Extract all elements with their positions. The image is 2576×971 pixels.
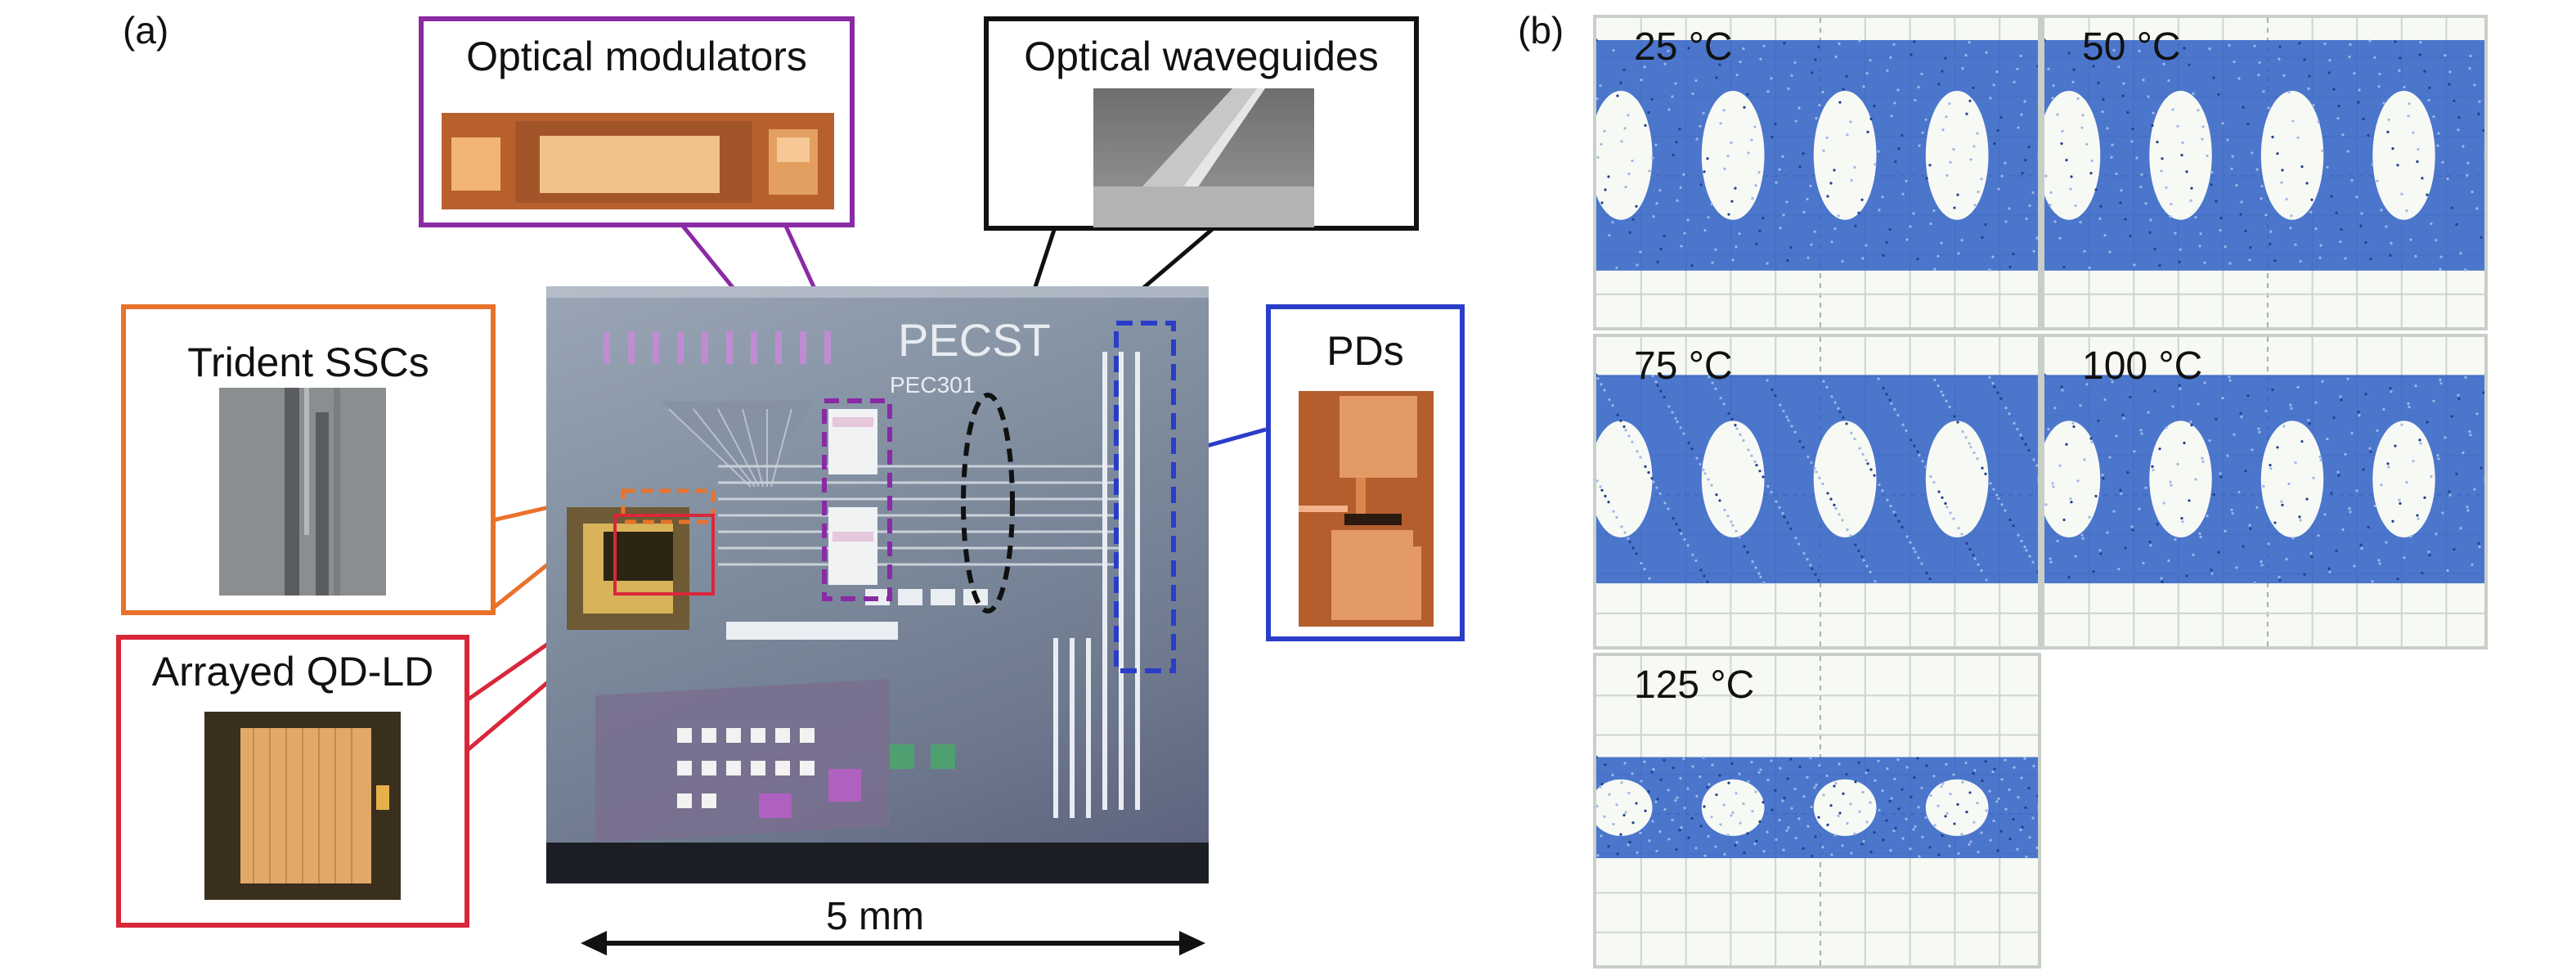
temperature-label: 25 °C: [1634, 25, 1733, 69]
eye-diagram-cell: 100 °C: [2041, 334, 2488, 650]
temperature-label: 100 °C: [2082, 344, 2203, 388]
chip-logo: PECST: [898, 314, 1051, 366]
ld-title: Arrayed QD-LD: [151, 649, 434, 695]
eye-diagram: [1596, 18, 2038, 327]
chip-part-number: PEC301: [890, 372, 975, 398]
modulators-callout: Optical modulators: [419, 16, 855, 227]
temperature-label: 75 °C: [1634, 344, 1733, 388]
scale-bar-label: 5 mm: [826, 895, 924, 938]
ssc-callout: Trident SSCs: [121, 304, 496, 615]
modulators-title: Optical modulators: [466, 34, 807, 79]
pd-photo: [1299, 391, 1434, 627]
eye-diagram-cell: 50 °C: [2041, 15, 2488, 330]
ld-callout: Arrayed QD-LD: [116, 635, 469, 928]
eye-diagram: [1596, 337, 2038, 646]
ld-photo: [204, 712, 401, 900]
eye-diagram-cell: 125 °C: [1593, 653, 2041, 969]
ssc-title: Trident SSCs: [187, 339, 429, 385]
eye-diagram: [2044, 18, 2484, 327]
waveguide-sem-photo: [1093, 88, 1314, 227]
pds-title: PDs: [1326, 328, 1404, 374]
ssc-sem-photo: [219, 388, 386, 596]
modulator-photo: [442, 113, 834, 209]
waveguides-callout: Optical waveguides: [984, 16, 1419, 231]
eye-diagram: [1596, 656, 2038, 965]
eye-diagram: [2044, 337, 2484, 646]
waveguides-title: Optical waveguides: [1024, 34, 1379, 79]
temperature-label: 50 °C: [2082, 25, 2181, 69]
panel-b-label: (b): [1518, 9, 1564, 52]
chip-photo: PECST PEC301: [546, 286, 1209, 883]
eye-diagram-cell: 75 °C: [1593, 334, 2041, 650]
eye-diagram-cell: 25 °C: [1593, 15, 2041, 330]
panel-a-label: (a): [123, 9, 169, 52]
temperature-label: 125 °C: [1634, 663, 1755, 707]
pds-callout: PDs: [1266, 304, 1465, 641]
